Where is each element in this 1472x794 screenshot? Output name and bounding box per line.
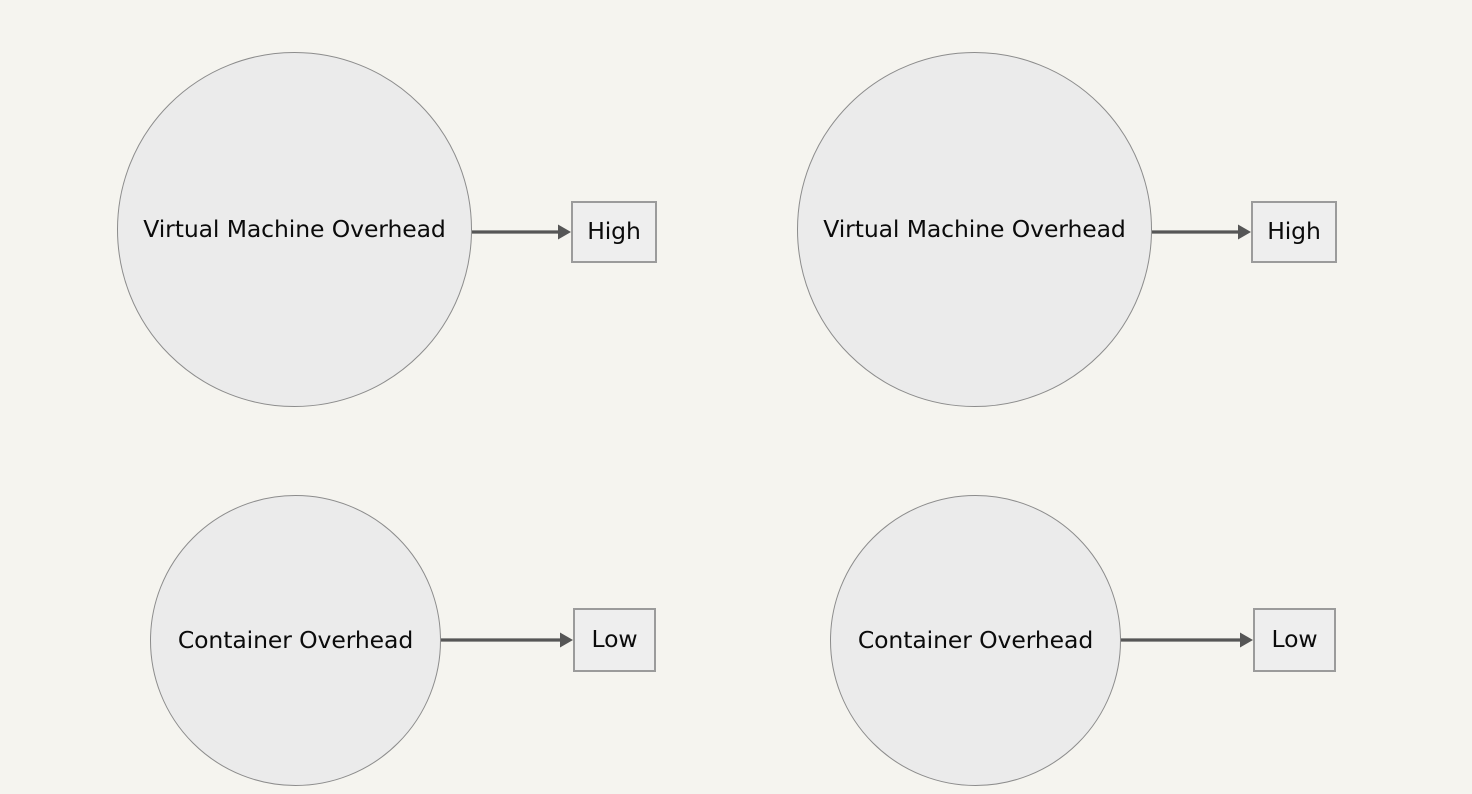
arrowhead-icon <box>1238 224 1251 240</box>
node-label: High <box>587 217 641 246</box>
node-container-overhead[interactable]: Container Overhead <box>150 495 441 786</box>
node-virtual-machine-overhead[interactable]: Virtual Machine Overhead <box>117 52 472 407</box>
edge-virtual-machine-to-high <box>1152 224 1251 240</box>
arrowhead-icon <box>1240 632 1253 648</box>
diagram-right: Virtual Machine Overhead High Container … <box>680 0 1416 794</box>
node-container-overhead[interactable]: Container Overhead <box>830 495 1121 786</box>
node-low[interactable]: Low <box>1253 608 1336 672</box>
diagram-left: Virtual Machine Overhead High Container … <box>117 52 657 786</box>
node-label: Virtual Machine Overhead <box>823 214 1126 243</box>
node-label: Low <box>1271 625 1318 654</box>
node-high[interactable]: High <box>571 201 657 263</box>
node-label: Container Overhead <box>177 625 414 654</box>
node-virtual-machine-overhead[interactable]: Virtual Machine Overhead <box>797 52 1152 407</box>
arrowhead-icon <box>560 632 573 648</box>
node-low[interactable]: Low <box>573 608 656 672</box>
edge-virtual-machine-to-high <box>472 224 571 240</box>
edge-container-to-low <box>1121 632 1253 648</box>
edge-container-to-low <box>441 632 573 648</box>
node-high[interactable]: High <box>1251 201 1337 263</box>
node-label: Container Overhead <box>857 625 1094 654</box>
node-label: Low <box>591 625 638 654</box>
node-label: Virtual Machine Overhead <box>143 214 446 243</box>
arrowhead-icon <box>558 224 571 240</box>
node-label: High <box>1267 217 1321 246</box>
